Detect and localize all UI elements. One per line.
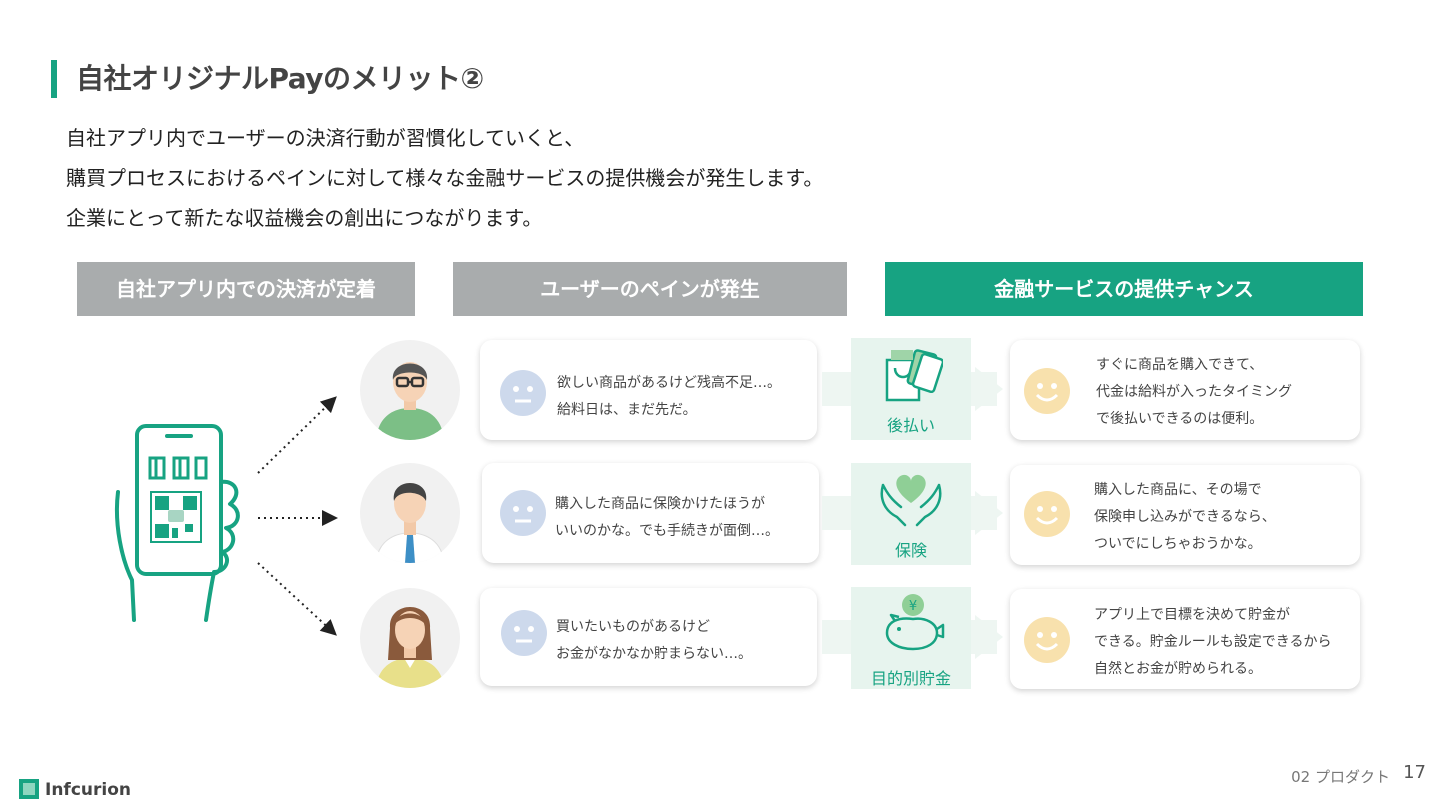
pain-card-1: 欲しい商品があるけど残高不足…。 給料日は、まだ先だ。 — [480, 340, 817, 440]
pain-text-line: 欲しい商品があるけど残高不足…。 — [557, 375, 781, 391]
intro-line-2: 購買プロセスにおけるペインに対して様々な金融サービスの提供機会が発生します。 — [66, 166, 824, 190]
service-label: 保険 — [894, 541, 927, 560]
service-label: 後払い — [886, 416, 935, 435]
benefit-text-line: ついでにしちゃおうかな。 — [1094, 536, 1262, 552]
flow-arrows — [257, 396, 338, 636]
pain-text-line: 買いたいものがあるけど — [556, 619, 710, 635]
intro-line-1: 自社アプリ内でユーザーの決済行動が習慣化していくと、 — [66, 126, 585, 150]
header-user-pain: ユーザーのペインが発生 — [453, 262, 847, 316]
section-label: 02 プロダクト — [1291, 768, 1390, 786]
benefit-text-line: 購入した商品に、その場で — [1094, 482, 1262, 498]
benefit-card-3: アプリ上で目標を決めて貯金が できる。貯金ルールも設定できるから 自然とお金が貯… — [1010, 589, 1360, 689]
benefit-text-line: 自然とお金が貯められる。 — [1094, 661, 1262, 677]
pain-card-2: 購入した商品に保険かけたほうが いいのかな。でも手続きが面倒…。 — [482, 463, 819, 563]
avatar-man-tie — [360, 463, 460, 563]
avatar-man-glasses — [360, 340, 460, 440]
flow-arrow-tip — [975, 491, 1003, 535]
benefit-card-2: 購入した商品に、その場で 保険申し込みができるなら、 ついでにしちゃおうかな。 — [1010, 465, 1360, 565]
pain-text-line: お金がなかなか貯まらない…。 — [556, 646, 752, 662]
infcurion-logo-icon — [19, 779, 39, 799]
intro-text: 自社アプリ内でユーザーの決済行動が習慣化していくと、 購買プロセスにおけるペイン… — [66, 118, 823, 238]
service-label: 目的別貯金 — [870, 669, 951, 688]
hands-heart-icon — [880, 474, 942, 527]
page-number: 17 — [1403, 762, 1426, 783]
benefit-text-line: 保険申し込みができるなら、 — [1094, 509, 1276, 525]
smiley-face-icon — [1024, 491, 1070, 537]
slide-title: 自社オリジナルPayのメリット② — [76, 62, 484, 95]
service-deferred-payment: 後払い — [851, 338, 971, 440]
neutral-face-icon — [501, 610, 547, 656]
piggy-bank-yen-icon: ¥ — [885, 594, 945, 651]
smartphone-hand-icon — [114, 424, 240, 622]
header-app-payment: 自社アプリ内での決済が定着 — [77, 262, 415, 316]
smiley-face-icon — [1024, 617, 1070, 663]
benefit-text-line: 代金は給料が入ったタイミング — [1096, 384, 1292, 400]
neutral-face-icon — [500, 370, 546, 416]
neutral-face-icon — [500, 490, 546, 536]
title-accent-bar — [51, 60, 57, 98]
shopping-bag-card-icon — [885, 349, 943, 402]
header-financial-chance: 金融サービスの提供チャンス — [885, 262, 1363, 316]
benefit-text-line: すぐに商品を購入できて、 — [1096, 357, 1264, 373]
benefit-text-line: で後払いできるのは便利。 — [1096, 411, 1264, 427]
benefit-text-line: アプリ上で目標を決めて貯金が — [1094, 607, 1290, 623]
pain-text-line: いいのかな。でも手続きが面倒…。 — [555, 523, 779, 539]
service-insurance: 保険 — [851, 463, 971, 565]
intro-line-3: 企業にとって新たな収益機会の創出につながります。 — [66, 206, 543, 230]
pain-text-line: 購入した商品に保険かけたほうが — [555, 496, 765, 512]
benefit-card-1: すぐに商品を購入できて、 代金は給料が入ったタイミング で後払いできるのは便利。 — [1010, 340, 1360, 440]
pain-card-3: 買いたいものがあるけど お金がなかなか貯まらない…。 — [480, 588, 817, 686]
service-goal-savings: ¥ 目的別貯金 — [851, 587, 971, 689]
svg-text:¥: ¥ — [909, 599, 917, 614]
benefit-text-line: できる。貯金ルールも設定できるから — [1094, 634, 1332, 650]
flow-arrow-tip — [975, 615, 1003, 659]
smiley-face-icon — [1024, 368, 1070, 414]
avatar-woman — [360, 588, 460, 688]
company-logo-text: Infcurion — [45, 780, 131, 800]
pain-text-line: 給料日は、まだ先だ。 — [557, 402, 697, 418]
flow-arrow-tip — [975, 367, 1003, 411]
